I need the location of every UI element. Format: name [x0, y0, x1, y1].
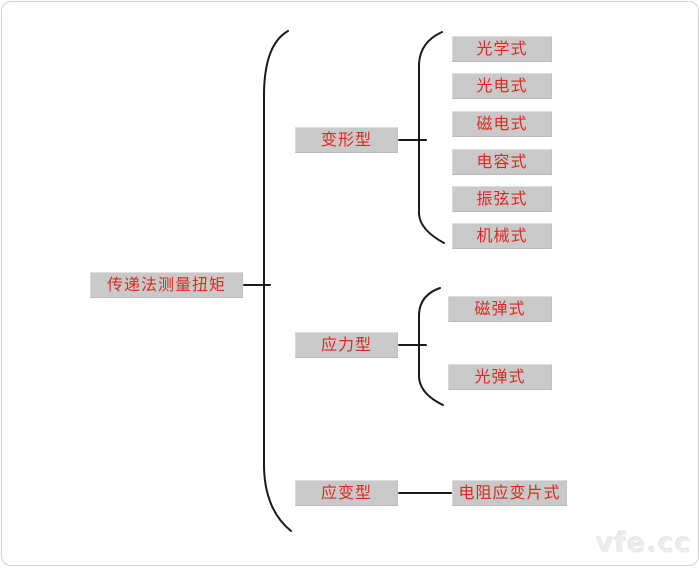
node-leaf-capacitive: 电容式: [452, 149, 552, 175]
node-leaf-resistance-strain-gauge: 电阻应变片式: [452, 480, 567, 506]
branch-stress-brace: [418, 287, 444, 406]
node-leaf-optical: 光学式: [452, 36, 552, 62]
branch-deformation-brace: [418, 31, 445, 244]
node-leaf-magnetoelectric: 磁电式: [452, 111, 552, 137]
node-leaf-photoelectric: 光电式: [452, 73, 552, 99]
node-branch-strain: 应变型: [295, 480, 398, 506]
node-leaf-photoelastic: 光弹式: [448, 364, 552, 390]
node-branch-stress: 应力型: [295, 332, 398, 358]
node-leaf-magnetoelastic: 磁弹式: [448, 296, 552, 322]
node-root: 传递法测量扭矩: [90, 272, 243, 298]
node-branch-deformation: 变形型: [295, 127, 398, 153]
big-brace: [263, 30, 292, 532]
watermark: vfe.cc: [596, 528, 692, 559]
node-leaf-mechanical: 机械式: [452, 223, 552, 249]
node-leaf-vibrating-wire: 振弦式: [452, 186, 552, 212]
